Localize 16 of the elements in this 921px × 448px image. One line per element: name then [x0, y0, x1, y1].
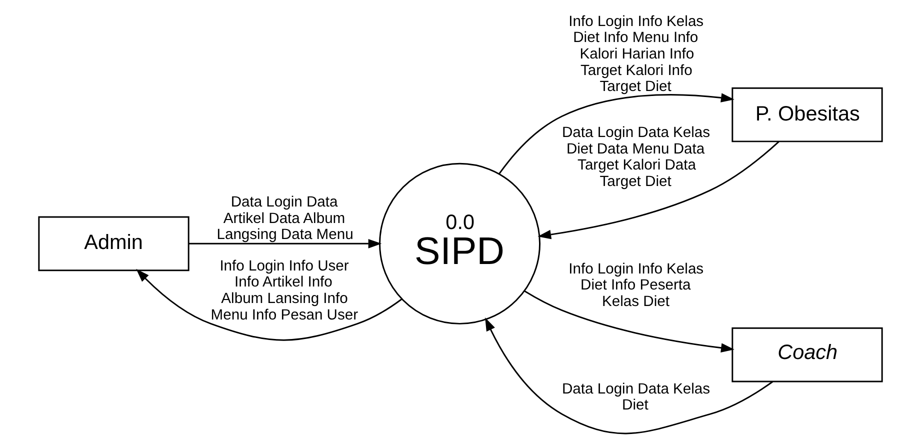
arrow: [485, 318, 773, 434]
node-box: Admin: [38, 216, 190, 272]
edge-label: Data Login Data Kelas Diet: [562, 381, 710, 414]
arrow: [136, 268, 402, 341]
edge-label: Data Login Data Kelas Diet Data Menu Data Target Kalori Data Target Diet: [562, 124, 710, 190]
node-circle: 0.0 SIPD: [379, 162, 541, 324]
arrow: [188, 239, 382, 248]
edge-label: Info Login Info Kelas Diet Info Menu Info Kalori Harian Info Target Kalori Info Target Diet: [568, 14, 704, 96]
arrow: [524, 290, 734, 352]
arrow: [498, 93, 734, 174]
node-box: Coach: [732, 327, 883, 382]
arrow: [538, 141, 780, 240]
edge-label: Data Login Data Artikel Data Album Langsing Data Menu: [216, 194, 354, 244]
edge-label: Info Login Info Kelas Diet Info Peserta Kelas Diet: [568, 261, 704, 310]
edge-label: Info Login Info User Info Artikel Info Album Lansing Info Menu Info Pesan User: [210, 258, 358, 324]
node-box: P. Obesitas: [732, 87, 883, 142]
